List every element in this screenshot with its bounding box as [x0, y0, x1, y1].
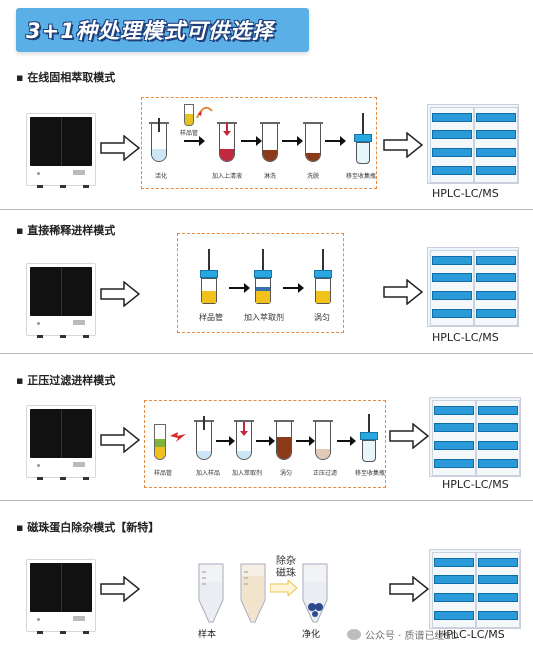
- conical-tube-purified: [302, 563, 328, 623]
- divider: [0, 353, 533, 354]
- step-arrow-icon: [282, 136, 303, 146]
- sample-tube-icon: [154, 424, 166, 460]
- arrow-to-process-3: [100, 427, 140, 453]
- step-arrow-icon: [241, 136, 262, 146]
- magnetic-arrow-icon: [270, 580, 298, 596]
- arrow-to-hplc-3: [389, 423, 429, 449]
- step-label: 净化: [302, 630, 321, 640]
- process-box-1: [141, 97, 377, 189]
- collection-vial: [356, 142, 370, 164]
- hplc-instrument-3: [429, 397, 521, 477]
- instrument-3: [26, 405, 96, 480]
- tube-add-extractant: [255, 278, 271, 304]
- hplc-instrument-1: [427, 104, 519, 184]
- process-box-3: [144, 400, 386, 488]
- tube-pressure-filter: [313, 420, 333, 460]
- step-label: 活化: [155, 173, 168, 180]
- sample-tube-label: 样品管: [180, 130, 199, 137]
- arrow-to-process-4: [100, 576, 140, 602]
- step-label: 移至收集瓶: [355, 470, 386, 477]
- collection-vial: [362, 440, 376, 462]
- collection-cap: [360, 432, 378, 440]
- step-label: 加入样品: [196, 470, 221, 477]
- step-label: 样品管: [199, 313, 223, 322]
- step-arrow-icon: [216, 436, 235, 446]
- banner-title: 3+1种处理模式可供选择: [26, 19, 274, 43]
- step-label: 加入上清液: [212, 173, 243, 180]
- step-label: 正压过滤: [313, 470, 338, 477]
- divider: [0, 500, 533, 501]
- tube-sample: [201, 278, 217, 304]
- wechat-icon: [347, 629, 361, 640]
- instrument-4: [26, 559, 96, 634]
- transfer-arrow-icon: [170, 432, 186, 442]
- section-2-title: ▪ 直接稀释进样模式: [16, 224, 116, 237]
- watermark-text: 公众号 · 质谱已经SD: [365, 631, 459, 642]
- tube-add-extractant: [234, 420, 254, 460]
- section-3-title: ▪ 正压过滤进样模式: [16, 374, 116, 387]
- step-label: 样品管: [154, 470, 173, 477]
- watermark: 公众号 · 质谱已经SD: [347, 627, 459, 642]
- instrument-1: [26, 113, 96, 188]
- title-banner: 3+1种处理模式可供选择: [16, 8, 309, 52]
- conical-tube-sample: [198, 563, 224, 623]
- step-arrow-icon: [256, 436, 275, 446]
- step-label: 涡匀: [314, 313, 330, 322]
- tube-elute: [303, 122, 323, 162]
- hplc-label: HPLC-LC/MS: [432, 187, 499, 200]
- hplc-instrument-2: [427, 247, 519, 327]
- step-label: 淋洗: [264, 173, 277, 180]
- conical-tube-mix: [240, 563, 266, 623]
- hplc-label: HPLC-LC/MS: [442, 478, 509, 491]
- tube-add-supernatant: [217, 122, 237, 162]
- hplc-instrument-4: [429, 549, 521, 629]
- step-arrow-icon: [337, 436, 356, 446]
- step-arrow-icon: [184, 136, 205, 146]
- step-label: 涡匀: [280, 470, 293, 477]
- step-arrow-icon: [296, 436, 315, 446]
- transfer-arrow-icon: [196, 106, 213, 119]
- sample-tube-icon: [184, 104, 194, 126]
- hplc-label: HPLC-LC/MS: [438, 628, 505, 641]
- step-arrow-icon: [229, 283, 250, 293]
- arrow-to-hplc-1: [383, 132, 423, 158]
- step-label: 移至收集瓶: [346, 173, 377, 180]
- tube-vortex: [274, 420, 294, 460]
- tube-vortex: [315, 278, 331, 304]
- collection-cap: [354, 134, 372, 142]
- step-label: 洗脱: [307, 173, 320, 180]
- section-1-title: ▪ 在线固相萃取模式: [16, 71, 116, 84]
- step-label: 加入萃取剂: [232, 470, 263, 477]
- step-label: 样本: [198, 630, 217, 640]
- step-arrow-icon: [325, 136, 346, 146]
- hplc-label: HPLC-LC/MS: [432, 331, 499, 344]
- divider: [0, 209, 533, 210]
- arrow-to-process-1: [100, 135, 140, 161]
- arrow-to-hplc-2: [383, 279, 423, 305]
- tube-wash: [260, 122, 280, 162]
- section-4-title: ▪ 磁珠蛋白除杂模式【新特】: [16, 521, 160, 534]
- step-arrow-icon: [283, 283, 304, 293]
- instrument-2: [26, 263, 96, 338]
- arrow-to-process-2: [100, 281, 140, 307]
- arrow-to-hplc-4: [389, 576, 429, 602]
- magnetic-beads-label: 除杂 磁珠: [276, 556, 296, 579]
- process-box-2: [177, 233, 344, 333]
- step-label: 加入萃取剂: [244, 313, 284, 322]
